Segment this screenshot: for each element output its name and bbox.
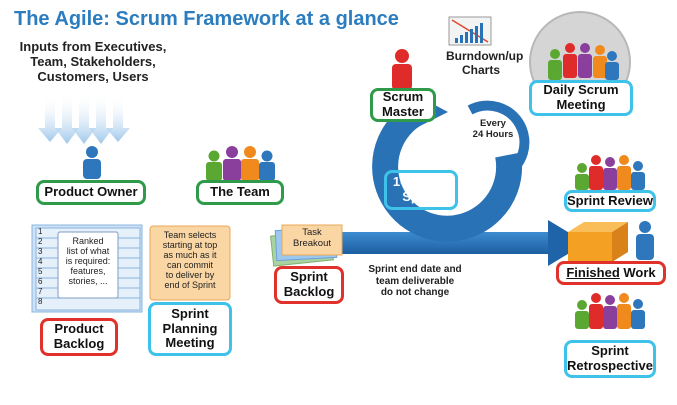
scrum-master-person-icon [392, 49, 412, 90]
sprint-retrospective-label: Sprint Retrospective [564, 340, 656, 378]
sprint-review-label: Sprint Review [564, 190, 656, 212]
work-word: Work [619, 264, 656, 280]
backlog-note: Ranked list of what is required: feature… [65, 236, 111, 287]
sprint-backlog-label: Sprint Backlog [274, 266, 344, 304]
sprint-planning-label: Sprint Planning Meeting [148, 302, 232, 356]
chart-icon [448, 16, 492, 46]
sprint-review-people-icon [575, 155, 645, 190]
finished-word: Finished [566, 264, 620, 280]
backlog-number: 5 [38, 267, 43, 276]
sprint-planning-note [149, 225, 231, 301]
task-breakout-cards [270, 224, 343, 267]
page-title: The Agile: Scrum Framework at a glance [14, 8, 399, 30]
finished-work-person-icon [636, 221, 654, 260]
sprint-end-note: Sprint end date and team deliverable do … [368, 264, 462, 298]
backlog-number: 8 [38, 297, 43, 306]
product-owner-person-icon [83, 146, 101, 179]
backlog-number: 6 [38, 277, 43, 286]
task-breakout-label: Task Breakout [292, 227, 332, 249]
team-selects-note: Team selects starting at top as much as … [162, 230, 218, 291]
backlog-number: 7 [38, 287, 43, 296]
backlog-number: 3 [38, 247, 43, 256]
main-flow-arrow [292, 220, 586, 266]
cube-icon [568, 222, 628, 262]
sprint-retrospective-people-icon [575, 293, 645, 329]
backlog-number: 1 [38, 227, 43, 236]
daily-scrum-label: Daily Scrum Meeting [529, 80, 633, 116]
backlog-numbers: 1 2 3 4 5 6 7 8 [38, 227, 56, 308]
backlog-number: 4 [38, 257, 43, 266]
product-backlog-label: Product Backlog [40, 318, 118, 356]
burndown-label: Burndown/up Charts [446, 49, 524, 77]
every-24-hours-label: Every 24 Hours [472, 118, 514, 140]
team-people-icon [206, 146, 275, 181]
finished-work-label: Finished Work [556, 261, 666, 285]
scrum-master-label: Scrum Master [370, 88, 436, 122]
sprint-length-label: 1- 6Week Sprint [384, 170, 458, 210]
backlog-number: 2 [38, 237, 43, 246]
product-owner-label: Product Owner [36, 180, 146, 205]
product-backlog-list [31, 224, 143, 313]
the-team-label: The Team [196, 180, 284, 205]
funnel-arrows-icon [38, 92, 130, 144]
inputs-text: Inputs from Executives, Team, Stakeholde… [19, 39, 167, 84]
